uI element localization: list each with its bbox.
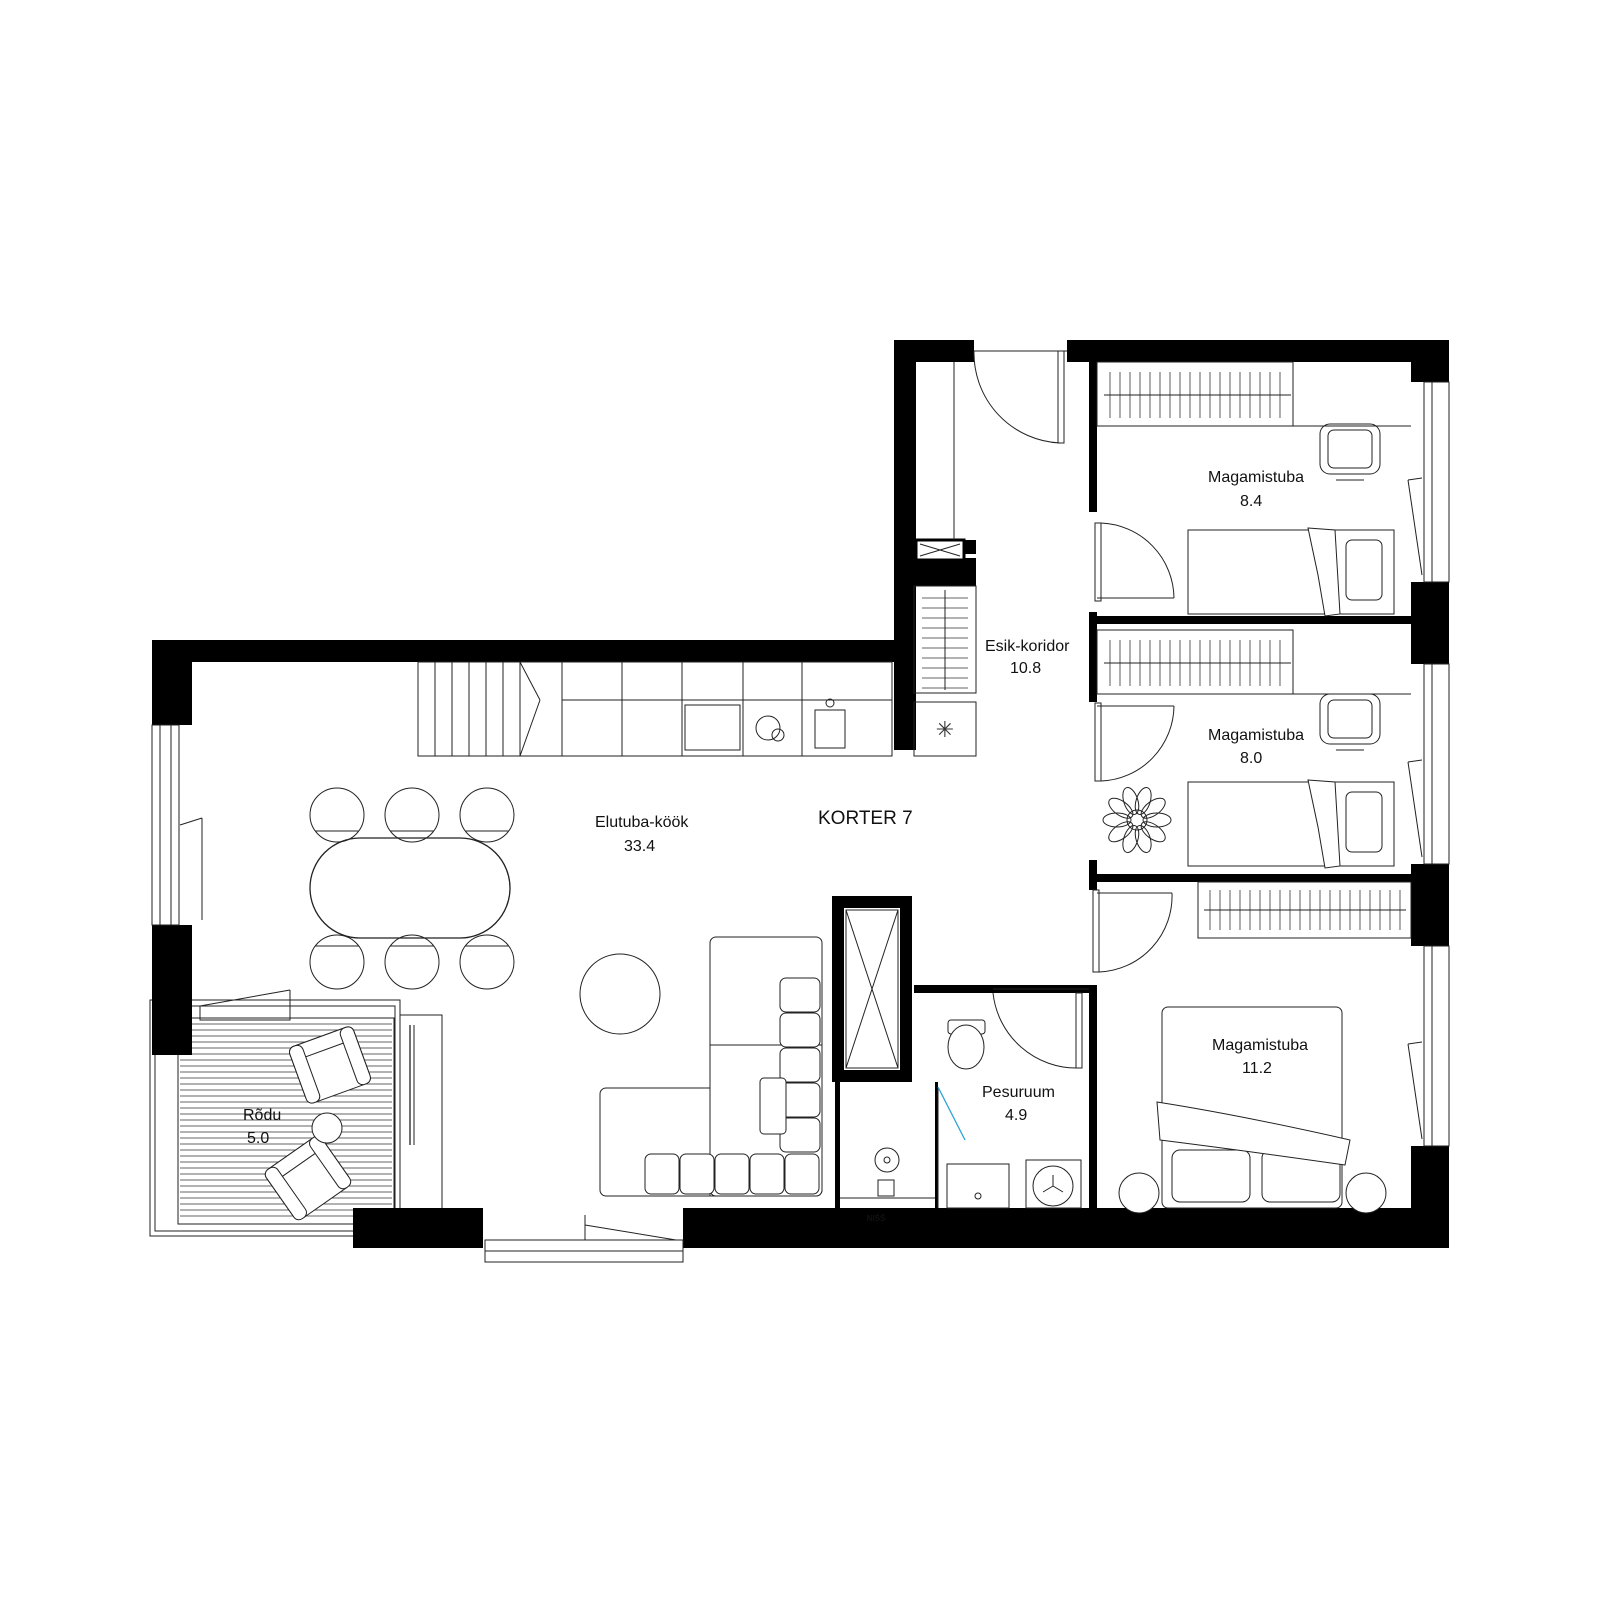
room-name-rodu: Rõdu — [243, 1107, 281, 1124]
floor-drain-icon — [874, 1147, 900, 1197]
dining-chair — [384, 934, 440, 990]
desk-chair — [1319, 423, 1381, 481]
window — [1407, 945, 1450, 1147]
dining-chair — [459, 787, 515, 843]
dining-table — [309, 837, 511, 939]
window — [151, 724, 203, 926]
room-area-mag1: 8.4 — [1240, 493, 1262, 510]
apartment-title: KORTER 7 — [818, 808, 913, 829]
window — [484, 1215, 684, 1263]
room-area-pesuruum: 4.9 — [1005, 1107, 1027, 1124]
room-name-esik: Esik-koridor — [985, 638, 1070, 655]
toilet-icon — [947, 1019, 986, 1070]
niche-label: NIŠŠ — [867, 1214, 886, 1223]
room-name-pesuruum: Pesuruum — [982, 1084, 1055, 1101]
window — [1407, 663, 1450, 865]
sink-icon — [814, 698, 846, 749]
washing-machine-icon — [1025, 1159, 1082, 1209]
bathroom-door — [992, 988, 1089, 1069]
door — [1094, 522, 1175, 602]
nightstand — [1118, 1172, 1160, 1214]
svg-text:✳: ✳ — [936, 718, 954, 743]
coffee-table — [579, 953, 661, 1035]
plant-icon — [1102, 786, 1172, 854]
entrance-door — [973, 350, 1067, 444]
room-name-elutuba: Elutuba-köök — [595, 814, 689, 831]
kitchen-counter — [417, 661, 893, 757]
room-name-mag1: Magamistuba — [1208, 469, 1304, 486]
door — [1094, 702, 1175, 782]
shaft — [845, 909, 899, 1069]
room-area-mag3: 11.2 — [1242, 1060, 1272, 1077]
room-area-mag2: 8.0 — [1240, 750, 1262, 767]
desk-chair — [1319, 693, 1381, 751]
bedroom-3-wardrobe — [1197, 881, 1412, 939]
wardrobe: ✳ — [913, 585, 977, 757]
bedroom-1-wardrobe — [1096, 361, 1294, 427]
walls — [152, 340, 1449, 1248]
door — [1092, 889, 1173, 973]
sofa — [599, 936, 823, 1197]
single-bed — [1187, 779, 1395, 869]
room-area-elutuba: 33.4 — [624, 838, 655, 855]
ventilation-shaft — [914, 538, 966, 562]
cooktop-icon — [684, 704, 741, 751]
balcony-side-table — [311, 1112, 343, 1144]
room-name-mag3: Magamistuba — [1212, 1037, 1308, 1054]
balcony-armchair — [288, 1026, 372, 1104]
single-bed — [1187, 527, 1395, 617]
window — [1407, 381, 1450, 583]
washbasin — [946, 1163, 1010, 1209]
room-area-rodu: 5.0 — [247, 1130, 269, 1147]
niche-door — [937, 1086, 966, 1208]
room-name-mag2: Magamistuba — [1208, 727, 1304, 744]
room-area-esik: 10.8 — [1010, 660, 1041, 677]
balcony-armchair — [264, 1135, 352, 1221]
dishwasher-icon — [755, 715, 785, 742]
dining-chair — [384, 787, 440, 843]
dining-chairs — [309, 787, 515, 990]
dining-chair — [309, 787, 365, 843]
dining-chair — [459, 934, 515, 990]
bedroom-2-wardrobe — [1096, 629, 1294, 695]
double-bed — [1156, 1006, 1351, 1209]
dining-chair — [309, 934, 365, 990]
nightstand — [1345, 1172, 1387, 1214]
